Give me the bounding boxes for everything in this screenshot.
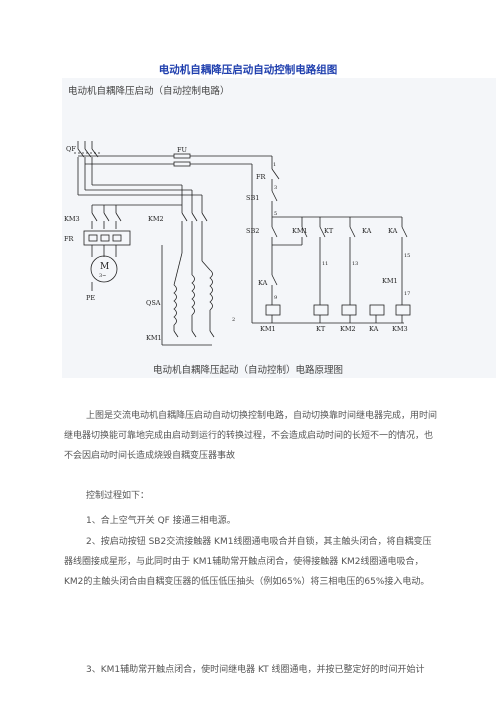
diagram-caption: 电动机自耦降压起动（自动控制）电路原理图 <box>152 365 343 376</box>
node-3: 3 <box>274 185 277 191</box>
kt-a-label: KT <box>324 227 334 235</box>
coil-km1 <box>265 304 281 316</box>
node-5: 5 <box>274 211 277 217</box>
intro-paragraph: 上图是交流电动机自耦降压启动自动切换控制电路，自动切换靠时间继电器完成，用时间继… <box>64 411 438 461</box>
km2-label: KM2 <box>148 215 164 223</box>
motor-symbol <box>90 255 118 283</box>
coil-kt-label: KT <box>316 325 326 333</box>
diagram-background <box>62 78 496 378</box>
ka-a-label: KA <box>362 227 372 235</box>
diagram-subtitle: 电动机自耦降压启动（自动控制电路） <box>68 86 230 97</box>
km1-main-contacts <box>173 310 215 338</box>
step-3: 3、KM1辅助常开触点闭合，使时间继电器 KT 线圈通电，并按已整定好的时间开始… <box>86 665 425 675</box>
qf-breaker <box>74 141 100 175</box>
km1-main-label: KM1 <box>146 334 162 342</box>
coil-km2 <box>341 304 357 316</box>
coil-km3-label: KM3 <box>392 325 408 333</box>
sb1-label: SB1 <box>246 194 259 202</box>
ka-b-label: KA <box>388 227 398 235</box>
fr-ctrl-label: FR <box>256 173 267 181</box>
coil-km1-label: KM1 <box>260 325 276 333</box>
node-11: 11 <box>322 261 328 267</box>
step-2: 2、按启动按钮 SB2交流接触器 KM1线圈通电吸合并自锁，其主触头闭合，将自耦… <box>64 537 432 587</box>
process-label: 控制过程如下： <box>86 491 150 501</box>
motor-sub-label: 3~ <box>99 273 106 279</box>
fr-label: FR <box>64 235 75 243</box>
node-9: 9 <box>274 295 277 301</box>
qf-label: QF <box>66 145 76 153</box>
km2-contacts <box>181 185 208 261</box>
coil-ka-label: KA <box>369 325 379 333</box>
step-1: 1、合上空气开关 QF 接通三相电源。 <box>86 516 236 526</box>
ka-c-label: KA <box>258 279 268 287</box>
fuse-1 <box>173 153 191 159</box>
km1-b-label: KM1 <box>382 277 398 285</box>
km1-a-label: KM1 <box>292 227 308 235</box>
km3-label: KM3 <box>64 215 80 223</box>
sb2-label: SB2 <box>246 227 259 235</box>
circuit-diagram: QF FU KM3 KM2 FR M 3~ PE QSA KM1 <box>64 141 411 346</box>
fu-label: FU <box>177 146 188 154</box>
node-15: 15 <box>404 253 410 259</box>
coil-km3 <box>395 304 411 316</box>
coil-kt <box>313 304 329 316</box>
page-title: 电动机自耦降压启动自动控制电路组图 <box>158 64 338 76</box>
km3-contacts <box>91 205 122 229</box>
fr-relay <box>83 230 131 246</box>
node-13: 13 <box>352 261 358 267</box>
motor-label: M <box>100 262 109 272</box>
coil-ka <box>369 304 385 316</box>
node-1: 1 <box>273 162 276 168</box>
node-17: 17 <box>404 291 410 297</box>
autotransformer-coils <box>173 269 213 326</box>
pe-label: PE <box>86 294 95 302</box>
fuse-2 <box>173 161 191 167</box>
qsa-label: QSA <box>146 299 161 307</box>
node-2: 2 <box>232 317 235 323</box>
coil-km2-label: KM2 <box>340 325 356 333</box>
